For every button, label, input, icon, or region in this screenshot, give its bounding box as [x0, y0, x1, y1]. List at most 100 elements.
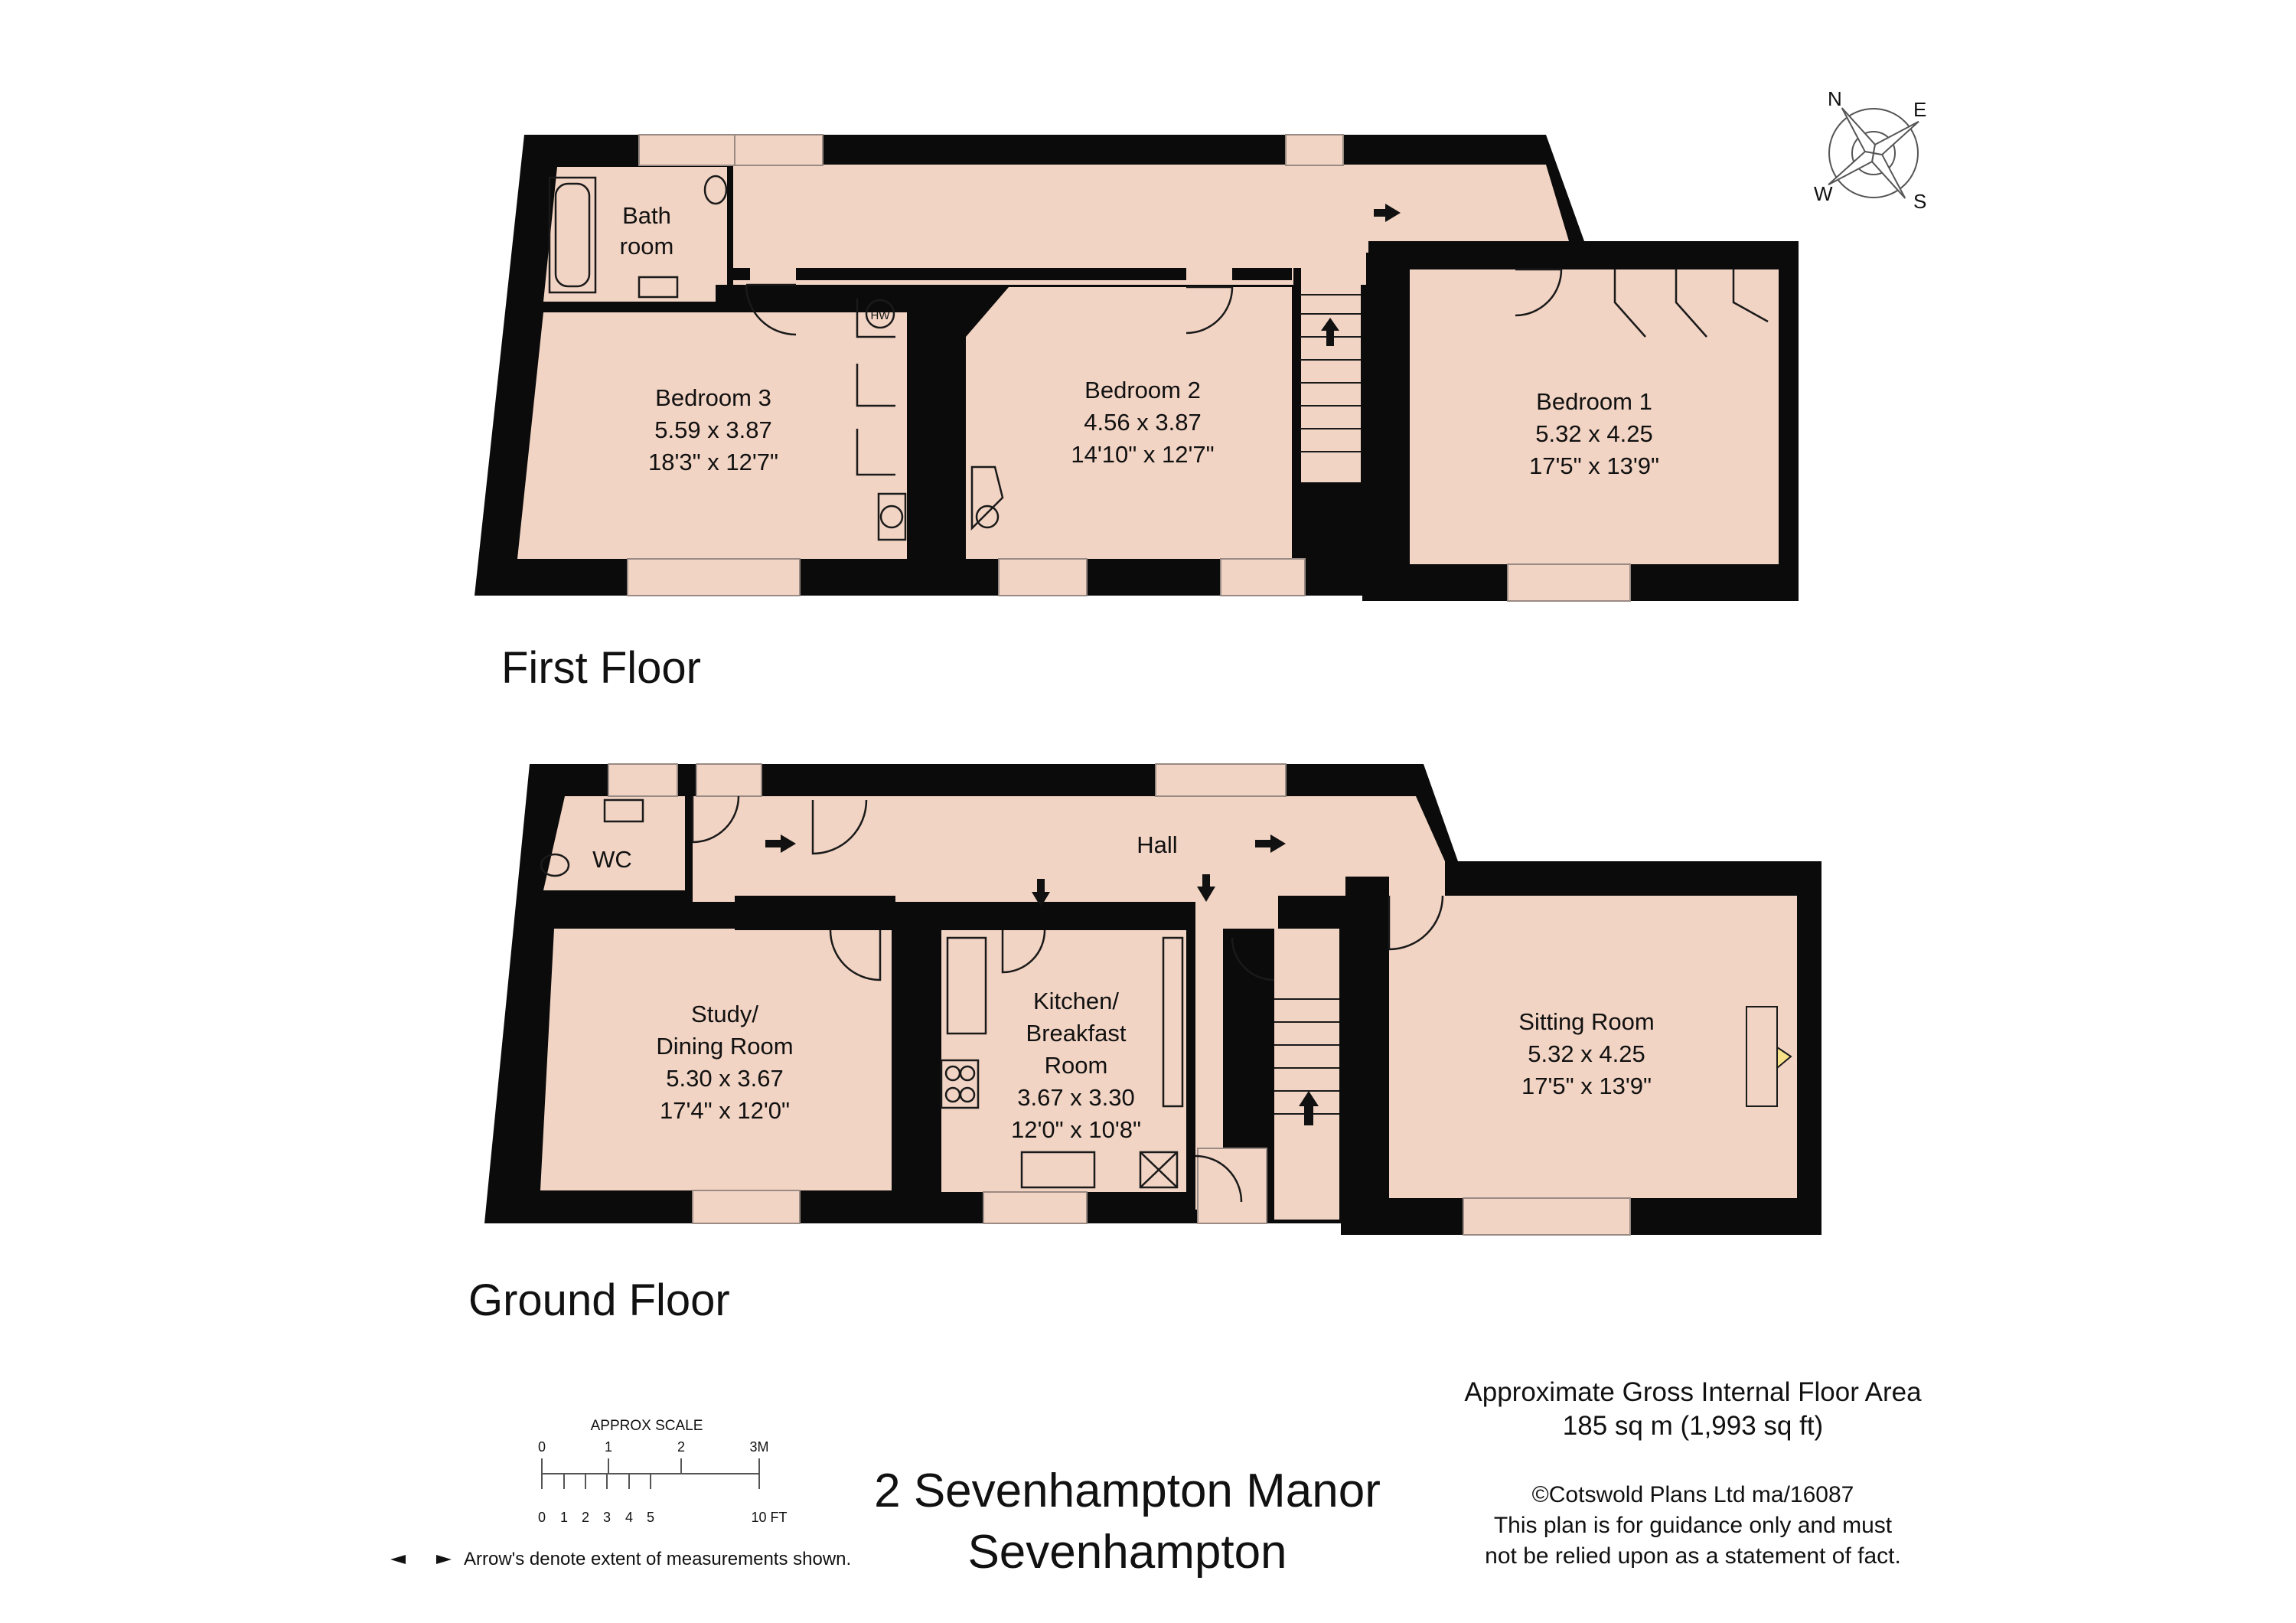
wall-partition	[938, 902, 1133, 930]
door	[1515, 268, 1563, 317]
scale-feet-tick: 1	[560, 1510, 568, 1525]
door	[1186, 286, 1234, 335]
area-heading: Approximate Gross Internal Floor Area	[1464, 1377, 1922, 1407]
scale-feet-tick: 5	[647, 1510, 654, 1525]
basin-fixture	[603, 798, 644, 823]
property-location: Sevenhampton	[967, 1526, 1287, 1579]
wall-partition	[1186, 930, 1195, 1221]
scale-bar: APPROX SCALE 0 1 2 3M 0 1 2 3 4 5 10 FT …	[390, 1418, 851, 1569]
property-name: 2 Sevenhampton Manor	[874, 1465, 1381, 1517]
sitting-imperial: 17'5" x 13'9"	[1521, 1073, 1652, 1099]
window	[1507, 563, 1631, 602]
bedroom1-name: Bedroom 1	[1536, 388, 1652, 415]
bedroom3-name: Bedroom 3	[655, 384, 771, 411]
hot-water-cylinder	[865, 299, 895, 329]
wall-partition	[1366, 253, 1412, 269]
first-floor-plan: HW Bath room Bedroom 3 5.59 x 3.87 18'3"…	[475, 134, 1799, 693]
ground-floor-plan: WC Hall Study/ Dining Room 5.30 x 3.67 1…	[468, 763, 1821, 1325]
wall-partition	[1345, 877, 1389, 1235]
scale-metric-tick: 2	[677, 1439, 685, 1455]
toilet-fixture	[703, 175, 728, 205]
room-wc	[543, 796, 685, 890]
window	[1220, 558, 1306, 596]
scale-feet-tick: 4	[625, 1510, 633, 1525]
bath-inner	[554, 182, 591, 288]
kitchen-metric: 3.67 x 3.30	[1017, 1084, 1134, 1111]
wall-partition	[1232, 268, 1292, 280]
bedroom1-imperial: 17'5" x 13'9"	[1529, 452, 1659, 479]
kitchen-name-2: Breakfast	[1026, 1020, 1127, 1047]
room-sitting	[1389, 896, 1797, 1198]
wall-partition	[909, 291, 955, 559]
window	[692, 1190, 801, 1224]
copyright-line: ©Cotswold Plans Ltd ma/16087	[1532, 1482, 1854, 1507]
compass-e: E	[1913, 98, 1926, 121]
bedroom1-metric: 5.32 x 4.25	[1535, 420, 1652, 447]
kitchen-unit	[946, 936, 987, 1035]
bath-fixture	[548, 176, 597, 294]
wall-partition	[1293, 268, 1301, 498]
wall-partition	[1374, 253, 1410, 601]
disclaimer-line-2: not be relied upon as a statement of fac…	[1485, 1543, 1901, 1569]
window	[1285, 134, 1344, 166]
hall-label: Hall	[1137, 831, 1177, 858]
door	[811, 799, 868, 855]
door	[1231, 937, 1275, 981]
area-value: 185 sq m (1,993 sq ft)	[1563, 1411, 1823, 1441]
scale-metric-tick: 3M	[749, 1439, 768, 1455]
compass-rose: N E S W	[1814, 87, 1926, 213]
door	[745, 283, 797, 336]
window	[1463, 1197, 1631, 1236]
compass-s: S	[1913, 190, 1926, 213]
compass-n: N	[1828, 87, 1842, 110]
sitting-name: Sitting Room	[1518, 1008, 1654, 1035]
bedroom2-imperial: 14'10" x 12'7"	[1071, 441, 1214, 468]
wardrobe	[1613, 269, 1769, 338]
wall-partition	[1293, 482, 1366, 491]
room-bedroom3	[517, 312, 907, 559]
scale-feet-tick: 3	[603, 1510, 611, 1525]
wall-partition	[735, 896, 895, 930]
door	[1388, 895, 1444, 951]
window	[734, 134, 823, 166]
compass-w: W	[1814, 182, 1833, 205]
wc-label: WC	[592, 846, 632, 873]
door	[1001, 929, 1046, 974]
bedroom2-name: Bedroom 2	[1084, 377, 1201, 403]
window	[983, 1191, 1088, 1224]
first-floor-title: First Floor	[501, 643, 701, 693]
door	[1195, 1154, 1243, 1203]
kitchen-unit	[1139, 1151, 1179, 1189]
door	[691, 795, 740, 844]
room-bedroom1	[1410, 269, 1779, 564]
kitchen-unit	[1162, 936, 1184, 1108]
room-bedroom2	[966, 287, 1292, 559]
fireplace	[1746, 1006, 1778, 1107]
door	[829, 929, 882, 981]
scale-title: APPROX SCALE	[591, 1418, 703, 1434]
bathroom-label-1: Bath	[622, 202, 671, 229]
kitchen-imperial: 12'0" x 10'8"	[1011, 1116, 1141, 1143]
window	[998, 558, 1088, 596]
kitchen-name-3: Room	[1045, 1052, 1108, 1079]
ground-floor-title: Ground Floor	[468, 1275, 730, 1325]
scale-feet-tick: 0	[538, 1510, 546, 1525]
bedroom2-metric: 4.56 x 3.87	[1084, 409, 1201, 436]
wall-partition	[796, 268, 1186, 280]
wardrobe	[856, 299, 895, 476]
front-door	[1197, 1148, 1267, 1224]
scale-feet-tick: 2	[582, 1510, 589, 1525]
cooker-hob	[940, 1059, 980, 1109]
study-name-2: Dining Room	[656, 1033, 793, 1060]
window	[608, 763, 678, 797]
basin-fixture	[638, 276, 679, 299]
basin-fixture	[877, 492, 907, 541]
window	[627, 558, 801, 596]
bedroom3-metric: 5.59 x 3.87	[654, 416, 771, 443]
upper-landing	[733, 165, 1569, 285]
arrow-note: Arrow's denote extent of measurements sh…	[464, 1549, 851, 1569]
kitchen-sink	[1020, 1151, 1096, 1189]
study-imperial: 17'4" x 12'0"	[660, 1097, 790, 1124]
window	[1155, 763, 1287, 797]
wall-partition	[1278, 896, 1351, 929]
